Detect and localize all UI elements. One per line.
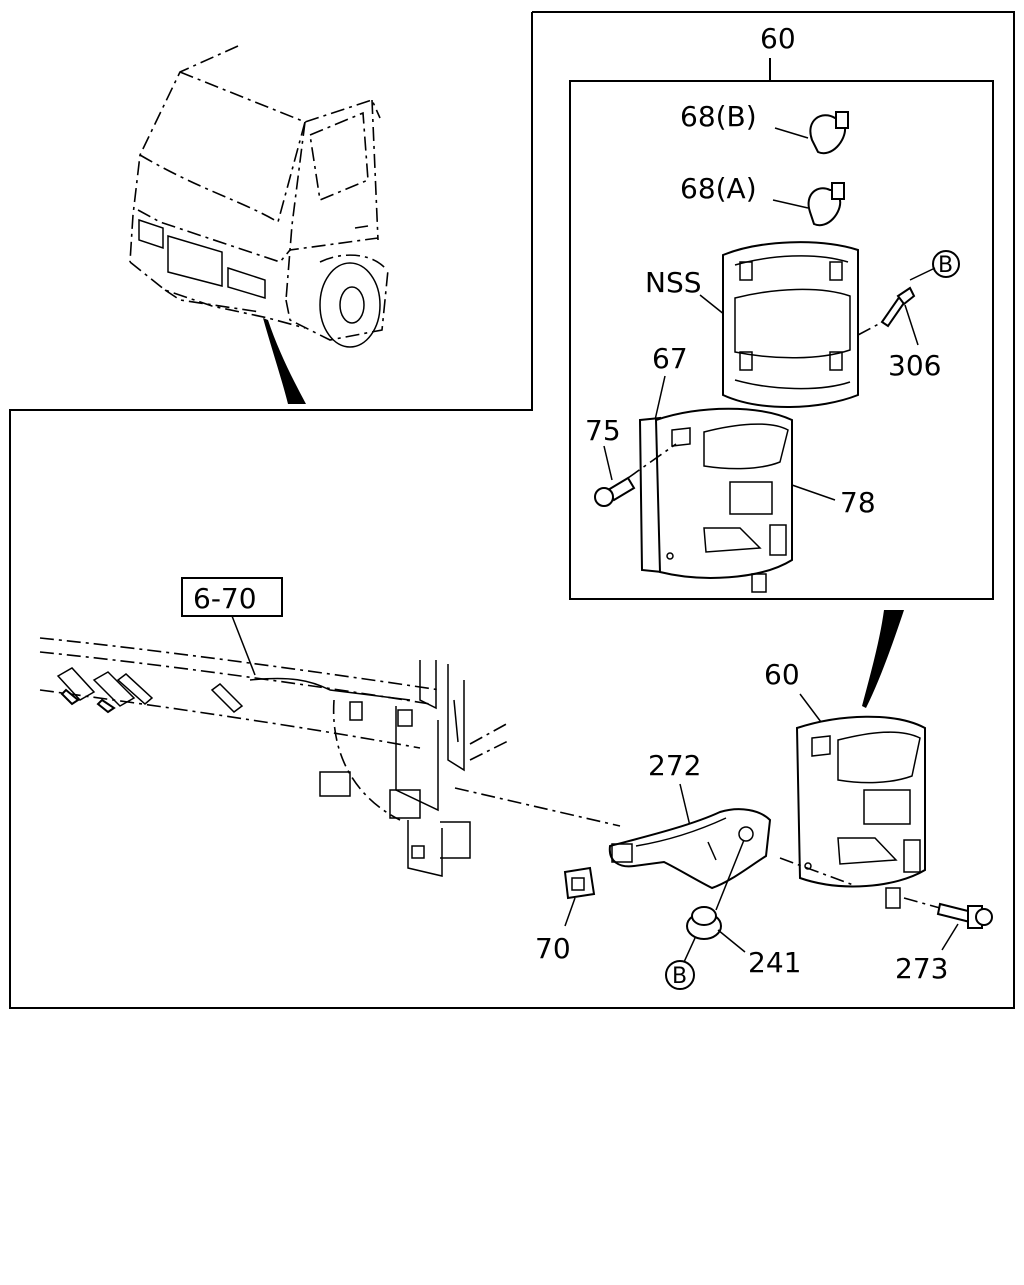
housing-nss: NSS [645, 241, 891, 408]
label-bolt: 273 [895, 952, 948, 985]
label-screw-75: 75 [585, 414, 621, 447]
label-assembly-top: 60 [760, 22, 796, 55]
frame-lines [9, 11, 1015, 1009]
cab-frame-illustration [39, 637, 621, 877]
label-clip: 70 [535, 932, 571, 965]
label-ref-frame: 6-70 [193, 582, 257, 615]
bolt-273: 273 [895, 897, 993, 985]
bulb-68a: 68(A) [680, 172, 845, 227]
screw-75: 75 [585, 414, 636, 507]
assembly-60-top: 60 [760, 22, 796, 81]
bracket-272: 272 [608, 749, 772, 890]
label-assembly-bottom: 60 [764, 658, 800, 691]
truck-illustration [129, 45, 389, 404]
label-lens: 78 [840, 486, 876, 519]
label-bracket: 272 [648, 749, 701, 782]
bulb-68b: 68(B) [680, 100, 849, 155]
clip-70: 70 [535, 866, 596, 965]
ref-b-top: B [938, 253, 953, 278]
ref-b-bottom: B [672, 964, 687, 989]
label-screw-306: 306 [888, 349, 941, 382]
lens-78: 78 [627, 407, 876, 593]
screw-306: B 306 [880, 250, 960, 382]
label-bulb-a: 68(A) [680, 172, 757, 205]
ref-frame-6-70: 6-70 [181, 577, 283, 676]
label-bulb-b: 68(B) [680, 100, 757, 133]
pointer-wedge [862, 610, 904, 708]
label-gasket: 67 [652, 342, 688, 375]
assembly-60-bottom: 60 [764, 658, 926, 909]
grommet-241: 241 B [665, 839, 801, 990]
label-housing: NSS [645, 266, 702, 299]
label-grommet: 241 [748, 946, 801, 979]
